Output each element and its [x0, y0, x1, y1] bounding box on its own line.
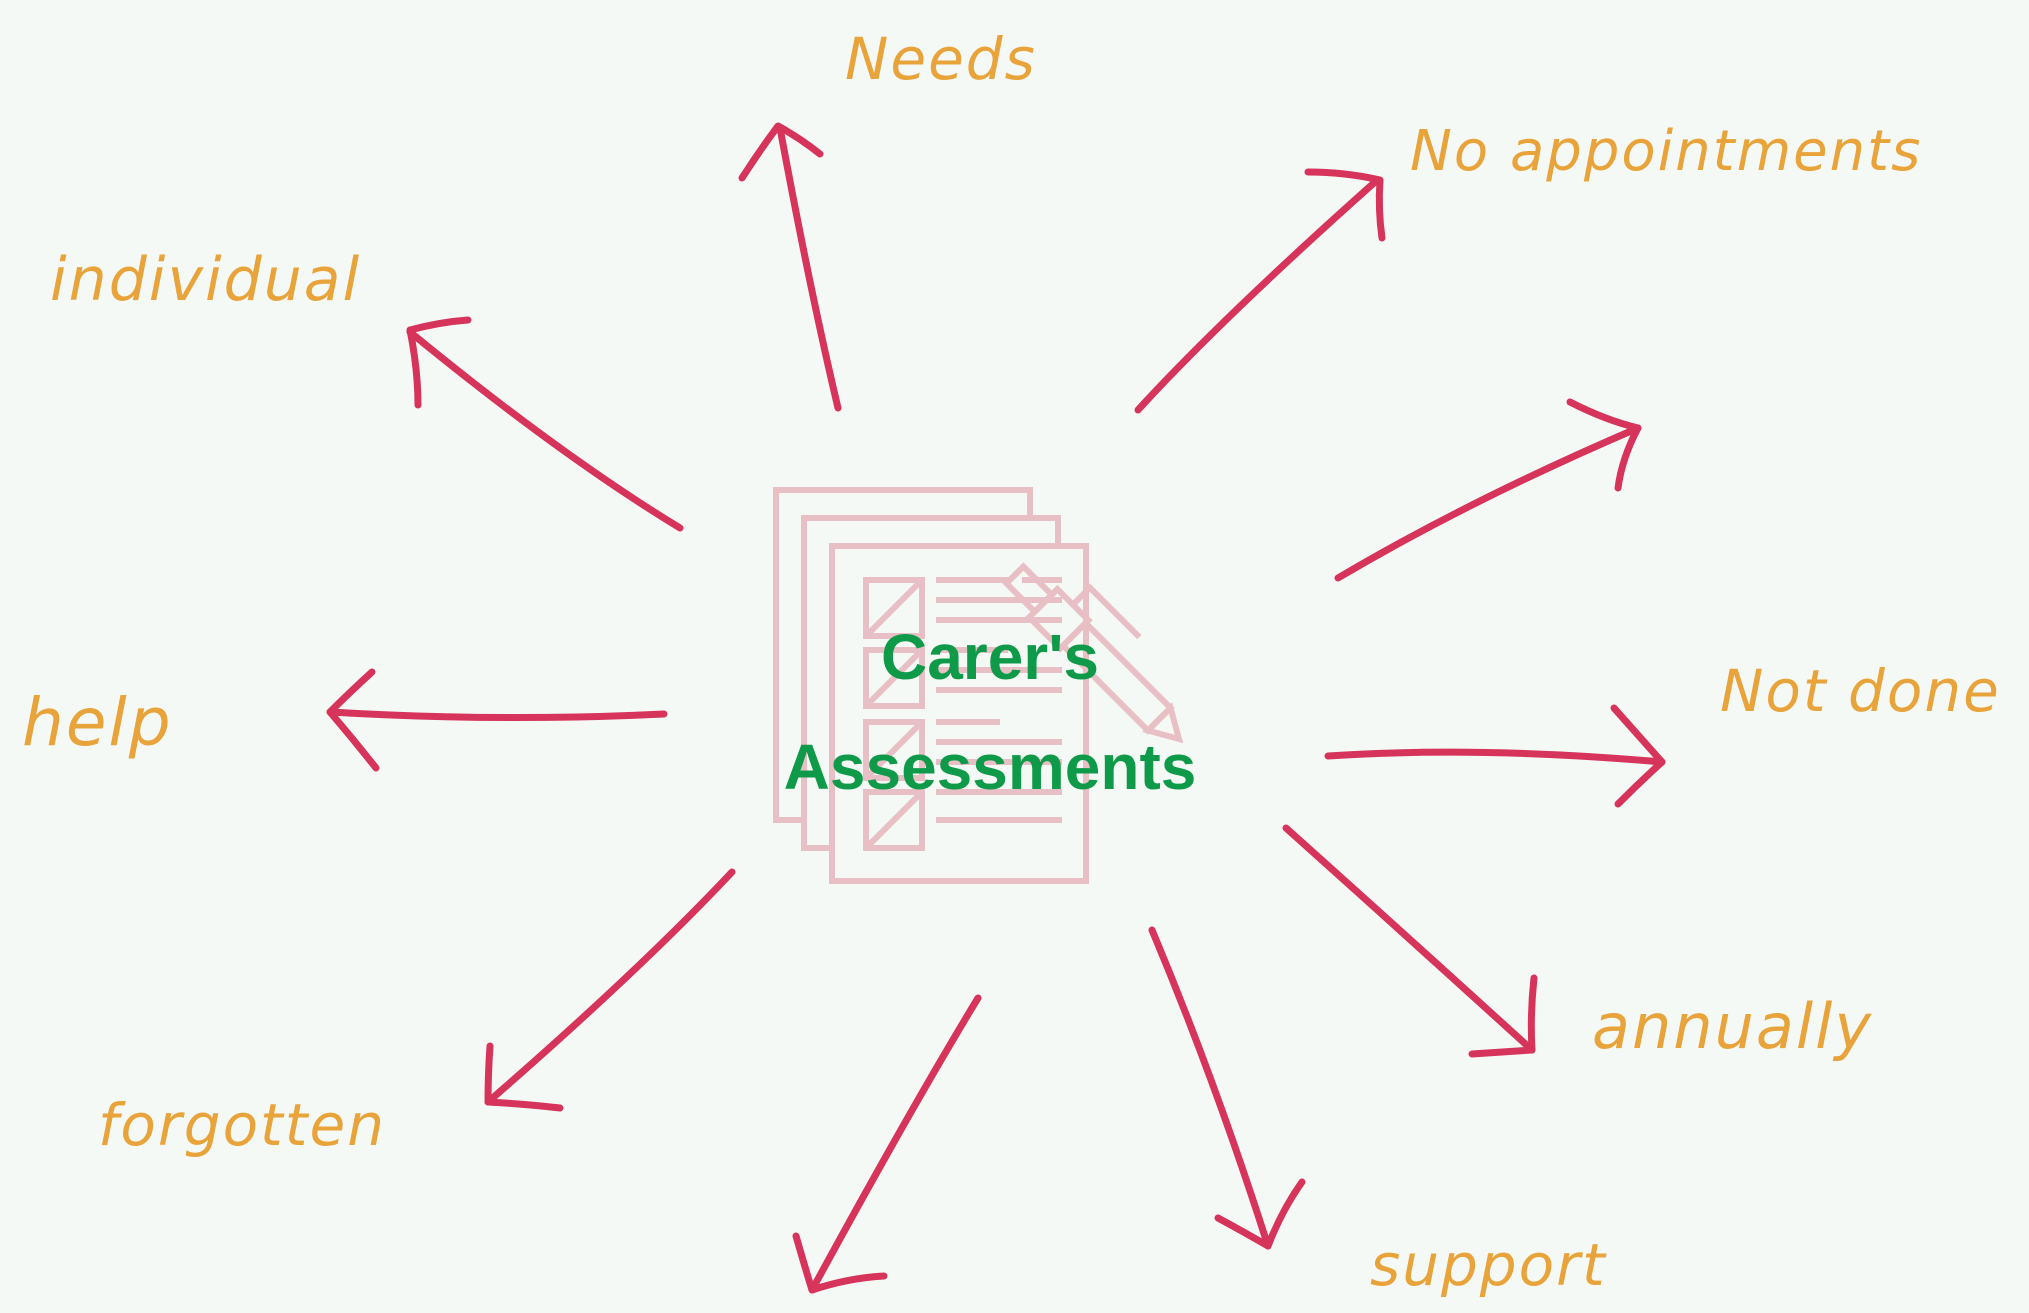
keyword-forgotten: forgotten [98, 1091, 386, 1159]
arrow-needs [738, 122, 842, 412]
keyword-annually: annually [1592, 990, 1874, 1063]
arrow-forgotten [484, 868, 736, 1112]
arrows [326, 122, 1666, 1294]
keyword-individual: individual [50, 245, 362, 315]
center-title-line-1: Carer's [880, 621, 1100, 693]
keyword-needs: Needs [845, 25, 1037, 93]
arrow-help [326, 668, 668, 772]
arrow-no-appointments [1134, 168, 1386, 414]
arrow-support [1148, 926, 1306, 1250]
checklist-documents-with-pen-icon [773, 487, 1184, 884]
keyword-help: help [22, 684, 173, 761]
arrow-not-done [1324, 704, 1666, 808]
center-title-line-2: Assessments [783, 731, 1197, 803]
keyword-not-done: Not done [1720, 657, 2001, 725]
arrow-annually [1282, 824, 1538, 1058]
arrow-not-done-upper [1334, 398, 1642, 582]
keyword-support: support [1370, 1231, 1607, 1299]
keyword-no-appointments: No appointments [1410, 119, 1923, 184]
arrow-individual [406, 316, 684, 532]
arrow-bottom [792, 994, 982, 1294]
